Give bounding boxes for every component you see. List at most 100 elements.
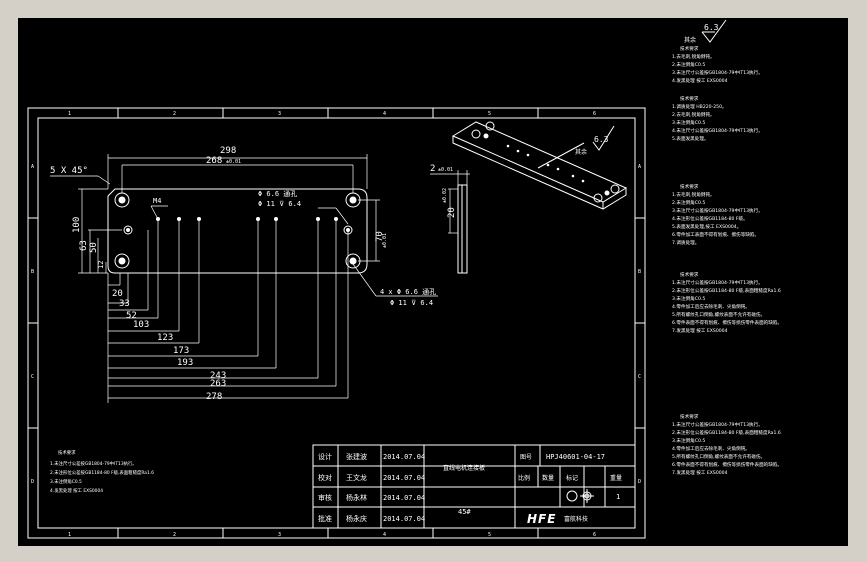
corner-hole [114, 253, 130, 269]
corner-roughness-value: 6.3 [704, 23, 719, 32]
tb-name: 王文龙 [346, 473, 367, 482]
left-note-line: 4.发黑处理 按工 EXS0004 [50, 487, 103, 494]
iso-roughness-label: 其余 [575, 148, 587, 156]
tb-company-sub: 富航科技 [564, 515, 588, 523]
dim-103: 103 [133, 320, 149, 330]
border-number-6-bottom: 6 [593, 532, 596, 538]
border-letter-b: B [31, 269, 34, 275]
right-note-line: 3.未注倒角C0.5 [672, 295, 705, 302]
right-notes-title: 技术要求 [680, 95, 699, 102]
tb-name: 张建波 [346, 452, 367, 461]
right-technical-notes: 技术要求1.去毛刺,锐角倒钝。2.未注倒角C0.53.未注尺寸公差按GB1804… [672, 45, 782, 476]
right-note-line: 3.未注倒角C0.5 [672, 119, 705, 126]
dim-chamfer: 5 X 45° [50, 166, 88, 176]
right-note-line: 6.零件表面不得有划痕、擦伤等损伤零件表面的缺陷。 [672, 319, 782, 326]
right-note-line: 5.所有螺纹孔口倒角,螺纹表面不允许有碰伤。 [672, 453, 765, 460]
tb-name: 杨永林 [346, 493, 367, 502]
border-number-2: 2 [173, 111, 176, 117]
tb-part-name: 直线电机连接板 [443, 464, 485, 472]
side-dim-20-tol: ±0.02 [442, 188, 448, 203]
iso-roughness-value: 6.3 [594, 135, 609, 144]
right-note-line: 1.调质处理 HB220-250。 [672, 103, 727, 110]
dim-50: 50 [89, 242, 99, 253]
dim-63: 63 [79, 240, 89, 251]
right-note-line: 4.未注形位公差按GB1184-80 F级。 [672, 215, 748, 222]
tb-mark-label: 标记 [566, 474, 578, 482]
right-notes-title: 技术要求 [680, 271, 699, 278]
tb-role-approve: 批准 [318, 514, 332, 523]
right-note-line: 1.未注尺寸公差按GB1804-79中IT13执行。 [672, 279, 763, 286]
border-number-4: 4 [383, 111, 386, 117]
cad-viewport[interactable]: A B C D A B C D 1 2 3 4 5 6 1 2 3 4 5 6 [18, 18, 848, 546]
plate-side-view: 2 ±0.01 20 ±0.02 [430, 164, 470, 274]
left-note-line: 3.未注倒角C0.5 [50, 478, 82, 485]
left-notes-title: 技术要求 [58, 449, 76, 456]
right-note-line: 1.去毛刺,锐角倒钝。 [672, 191, 715, 198]
right-note-line: 5.表面发黑处理。 [672, 135, 709, 142]
right-note-line: 2.未注倒角C0.5 [672, 61, 705, 68]
tb-name: 杨永庆 [346, 514, 367, 523]
dim-193: 193 [177, 358, 193, 368]
border-letter-d: D [31, 479, 34, 485]
corner-roughness-symbol [701, 19, 727, 43]
tapped-holes [156, 217, 338, 221]
hole-note-4x: 4 x Φ 6.6 通孔 [380, 287, 436, 296]
tb-role-check: 校对 [318, 473, 332, 482]
border-letter-a: A [31, 164, 34, 170]
company-logo: HFE [527, 512, 556, 526]
hole-note-top-2: Φ 11 ⊽ 6.4 [258, 200, 301, 208]
right-notes-title: 技术要求 [680, 413, 699, 420]
corner-hole [345, 192, 361, 208]
tb-qty-label: 数量 [542, 474, 554, 482]
cad-drawing: A B C D A B C D 1 2 3 4 5 6 1 2 3 4 5 6 [27, 19, 782, 539]
right-note-line: 6.零件加工表面不得有划痕、擦伤等缺陷。 [672, 231, 759, 238]
border-number-5-bottom: 5 [488, 532, 491, 538]
right-note-line: 2.去毛刺,锐角倒钝。 [672, 111, 715, 118]
border-number-4-bottom: 4 [383, 532, 386, 538]
right-note-line: 6.零件表面不得有划痕、擦伤等损伤零件表面的缺陷。 [672, 461, 782, 468]
corner-hole [114, 192, 130, 208]
right-note-line: 3.未注倒角C0.5 [672, 437, 705, 444]
right-note-line: 4.未注尺寸公差按GB1804-79中IT13执行。 [672, 127, 763, 134]
tb-drawing-no: HPJ40601-04-17 [546, 453, 605, 461]
right-note-line: 5.表面发黑处理,按工 EXS0004。 [672, 223, 741, 230]
border-number-3: 3 [278, 111, 281, 117]
dim-70: 70 [375, 231, 385, 242]
right-note-line: 2.未注形位公差按GB1184-80 F级,表面粗糙度Ra1.6 [672, 287, 781, 294]
plate-front-view: 5 X 45° 298 268 ±0.01 M4 100 63 50 12 70… [50, 146, 438, 403]
right-note-line: 1.未注尺寸公差按GB1804-79中IT13执行。 [672, 421, 763, 428]
right-note-line: 3.未注尺寸公差按GB1804-79中IT13执行。 [672, 69, 763, 76]
tb-date: 2014.07.04 [383, 474, 425, 482]
border-letter-c-right: C [638, 374, 641, 380]
side-dim-2: 2 [430, 164, 435, 174]
dim-268-tol: ±0.01 [226, 159, 241, 165]
dim-243: 243 [210, 371, 226, 381]
dim-12: 12 [97, 261, 105, 269]
dim-278: 278 [206, 392, 222, 402]
right-notes-title: 技术要求 [680, 45, 699, 52]
side-dim-20: 20 [447, 207, 457, 218]
tb-date: 2014.07.04 [383, 494, 425, 502]
dim-70-tol: ±0.01 [382, 233, 388, 248]
dim-268: 268 [206, 156, 222, 166]
hole-note-4x-2: Φ 11 ⊽ 6.4 [390, 299, 433, 307]
border-number-5: 5 [488, 111, 491, 117]
side-dim-2-tol: ±0.01 [438, 167, 453, 173]
tb-role-design: 设计 [318, 452, 332, 461]
left-note-line: 2.未注形位公差按GB1184-80 F级,表面粗糙度Ra1.6 [50, 469, 154, 476]
tb-role-review: 审核 [318, 493, 332, 502]
tb-date: 2014.07.04 [383, 453, 425, 461]
border-number-1-bottom: 1 [68, 532, 71, 538]
title-block-text: 设计 校对 审核 批准 张建波 王文龙 杨永林 杨永庆 [318, 452, 367, 523]
tb-drawing-no-label: 图号 [520, 454, 532, 461]
right-note-line: 1.去毛刺,锐角倒钝。 [672, 53, 715, 60]
border-letter-a-right: A [638, 164, 641, 170]
dim-123: 123 [157, 333, 173, 343]
dim-263: 263 [210, 379, 226, 389]
border-number-3-bottom: 3 [278, 532, 281, 538]
dim-33: 33 [119, 299, 130, 309]
tb-qty-value: 1 [616, 493, 620, 501]
right-note-line: 3.未注尺寸公差按GB1804-79中IT13执行。 [672, 207, 763, 214]
right-notes-title: 技术要求 [680, 183, 699, 190]
plate-isometric-view [451, 121, 628, 210]
